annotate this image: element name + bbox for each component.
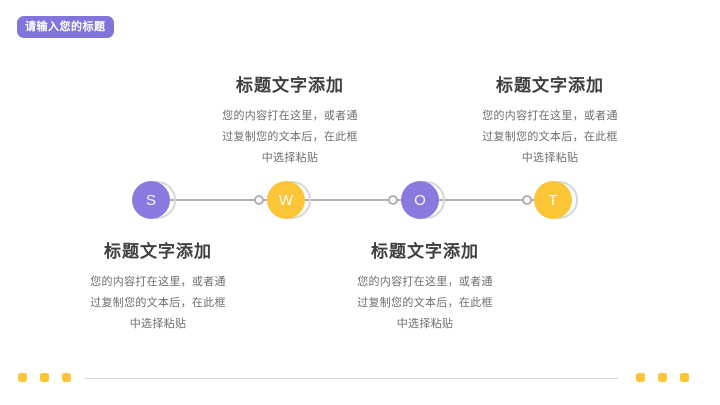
block-body[interactable]: 您的内容打在这里，或者通 过复制您的文本后，在此框 中选择粘贴: [465, 106, 635, 169]
swot-node-t-wrap: T: [534, 181, 578, 219]
text-block-t: 标题文字添加 您的内容打在这里，或者通 过复制您的文本后，在此框 中选择粘贴: [465, 71, 635, 169]
block-title[interactable]: 标题文字添加: [104, 242, 212, 261]
node-letter: O: [414, 191, 426, 209]
node-letter: S: [145, 191, 156, 209]
body-line: 中选择粘贴: [521, 152, 579, 164]
body-line: 您的内容打在这里，或者通: [482, 110, 618, 122]
footer-divider-line: [85, 378, 618, 379]
connector-dot: [388, 195, 398, 205]
connector-dot: [254, 195, 264, 205]
body-line: 您的内容打在这里，或者通: [222, 110, 358, 122]
node-letter: T: [548, 191, 558, 209]
accent-square: [658, 373, 667, 382]
body-line: 过复制您的文本后，在此框: [222, 131, 358, 143]
swot-node-o-wrap: O: [401, 181, 445, 219]
body-line: 过复制您的文本后，在此框: [482, 131, 618, 143]
text-block-s: 标题文字添加 您的内容打在这里，或者通 过复制您的文本后，在此框 中选择粘贴: [73, 237, 243, 335]
body-line: 过复制您的文本后，在此框: [357, 297, 493, 309]
body-line: 中选择粘贴: [129, 318, 187, 330]
text-block-w: 标题文字添加 您的内容打在这里，或者通 过复制您的文本后，在此框 中选择粘贴: [205, 71, 375, 169]
body-line: 您的内容打在这里，或者通: [90, 276, 226, 288]
accent-square: [40, 373, 49, 382]
body-line: 过复制您的文本后，在此框: [90, 297, 226, 309]
slide-title-badge[interactable]: 请输入您的标题: [17, 16, 114, 38]
block-body[interactable]: 您的内容打在这里，或者通 过复制您的文本后，在此框 中选择粘贴: [340, 272, 510, 335]
timeline-connector-line: [151, 199, 553, 201]
accent-square: [62, 373, 71, 382]
swot-node-w-wrap: W: [267, 181, 311, 219]
swot-node-o[interactable]: O: [401, 181, 439, 219]
block-body[interactable]: 您的内容打在这里，或者通 过复制您的文本后，在此框 中选择粘贴: [73, 272, 243, 335]
swot-node-s[interactable]: S: [132, 181, 170, 219]
swot-node-s-wrap: S: [132, 181, 176, 219]
accent-square: [680, 373, 689, 382]
swot-node-t[interactable]: T: [534, 181, 572, 219]
block-body[interactable]: 您的内容打在这里，或者通 过复制您的文本后，在此框 中选择粘贴: [205, 106, 375, 169]
block-title[interactable]: 标题文字添加: [371, 242, 479, 261]
accent-square: [636, 373, 645, 382]
body-line: 您的内容打在这里，或者通: [357, 276, 493, 288]
block-title[interactable]: 标题文字添加: [236, 76, 344, 95]
text-block-o: 标题文字添加 您的内容打在这里，或者通 过复制您的文本后，在此框 中选择粘贴: [340, 237, 510, 335]
node-letter: W: [278, 191, 294, 209]
block-title[interactable]: 标题文字添加: [496, 76, 604, 95]
connector-dot: [522, 195, 532, 205]
accent-square: [18, 373, 27, 382]
body-line: 中选择粘贴: [396, 318, 454, 330]
swot-node-w[interactable]: W: [267, 181, 305, 219]
body-line: 中选择粘贴: [261, 152, 319, 164]
